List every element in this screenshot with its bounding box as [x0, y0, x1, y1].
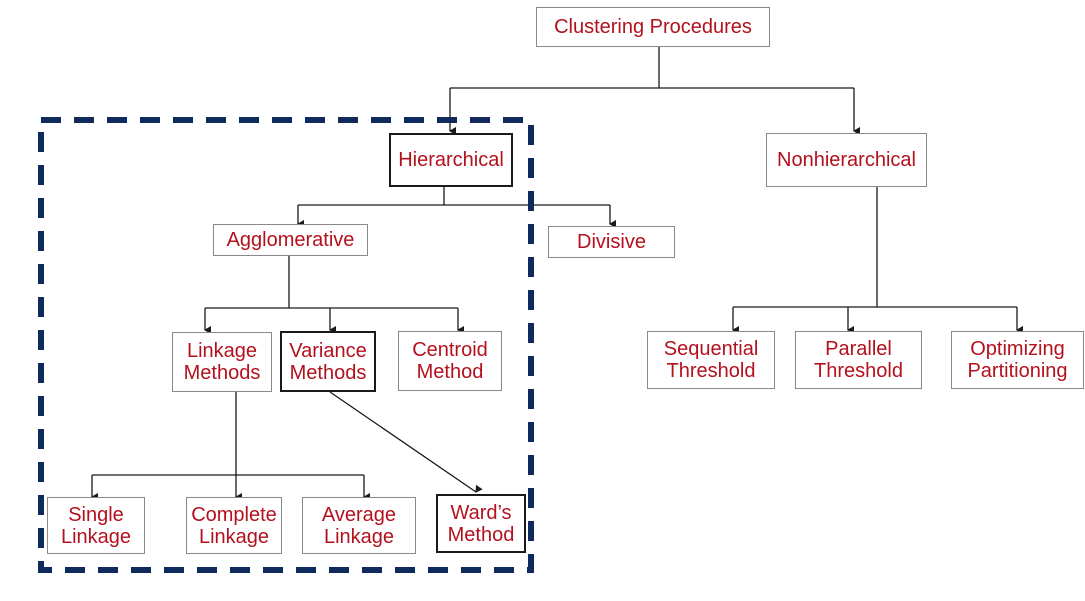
node-wards-method: Ward’s Method: [436, 494, 526, 553]
dashed-frame-outline: [38, 117, 534, 573]
node-clustering-procedures: Clustering Procedures: [536, 7, 770, 47]
node-centroid-method: Centroid Method: [398, 331, 502, 391]
node-average-linkage: Average Linkage: [302, 497, 416, 554]
node-optimizing-partitioning: Optimizing Partitioning: [951, 331, 1084, 389]
node-agglomerative: Agglomerative: [213, 224, 368, 256]
arrow-to-wards-method: [329, 391, 483, 493]
node-hierarchical: Hierarchical: [389, 133, 513, 187]
node-nonhierarchical: Nonhierarchical: [766, 133, 927, 187]
node-variance-methods: Variance Methods: [280, 331, 376, 392]
node-sequential-threshold: Sequential Threshold: [647, 331, 775, 389]
node-divisive: Divisive: [548, 226, 675, 258]
hierarchical-group-frame: [38, 117, 534, 573]
node-linkage-methods: Linkage Methods: [172, 332, 272, 392]
node-complete-linkage: Complete Linkage: [186, 497, 282, 554]
node-parallel-threshold: Parallel Threshold: [795, 331, 922, 389]
node-single-linkage: Single Linkage: [47, 497, 145, 554]
